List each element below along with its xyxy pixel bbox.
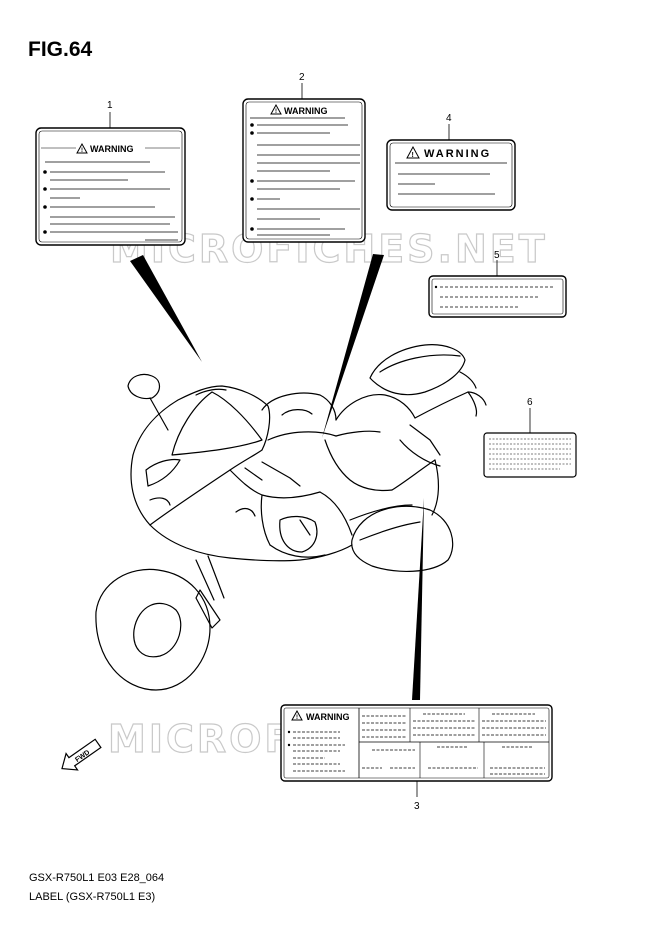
label-4: ! WARNING [386, 139, 516, 211]
pointer-label-3 [412, 498, 424, 700]
label-1-warning: WARNING [90, 144, 134, 154]
svg-text:!: ! [412, 152, 414, 159]
warning-triangle-icon: ! [406, 145, 420, 159]
figure-title: FIG.64 [28, 38, 93, 61]
callout-4: 4 [446, 113, 452, 124]
fwd-arrow-icon: FWD [61, 738, 102, 771]
label-6 [483, 432, 577, 478]
label-2: ! WARNING [242, 98, 366, 243]
callout-2: 2 [299, 72, 305, 83]
svg-text:!: ! [296, 715, 298, 721]
label-4-warning: WARNING [424, 148, 491, 160]
svg-text:!: ! [275, 109, 277, 115]
motorcycle-outline [95, 344, 487, 691]
pointer-label-2 [322, 254, 384, 438]
footer-section-title: LABEL (GSX-R750L1 E3) [29, 891, 156, 903]
callout-6: 6 [527, 397, 533, 408]
label-3: ! WARNING [280, 704, 553, 782]
callout-1: 1 [107, 100, 113, 111]
warning-triangle-icon: ! [291, 709, 303, 721]
fwd-label: FWD [74, 749, 91, 764]
warning-triangle-icon: ! [270, 103, 282, 115]
callout-3: 3 [414, 801, 420, 812]
warning-triangle-icon: ! [76, 142, 88, 154]
label-3-warning: WARNING [306, 712, 350, 722]
label-5 [428, 275, 567, 318]
callout-5: 5 [494, 250, 500, 261]
pointer-label-1 [130, 255, 202, 362]
label-2-warning: WARNING [284, 106, 328, 116]
footer-model-code: GSX-R750L1 E03 E28_064 [29, 872, 165, 884]
label-1: ! WARNING [35, 127, 186, 246]
svg-text:!: ! [81, 148, 83, 154]
